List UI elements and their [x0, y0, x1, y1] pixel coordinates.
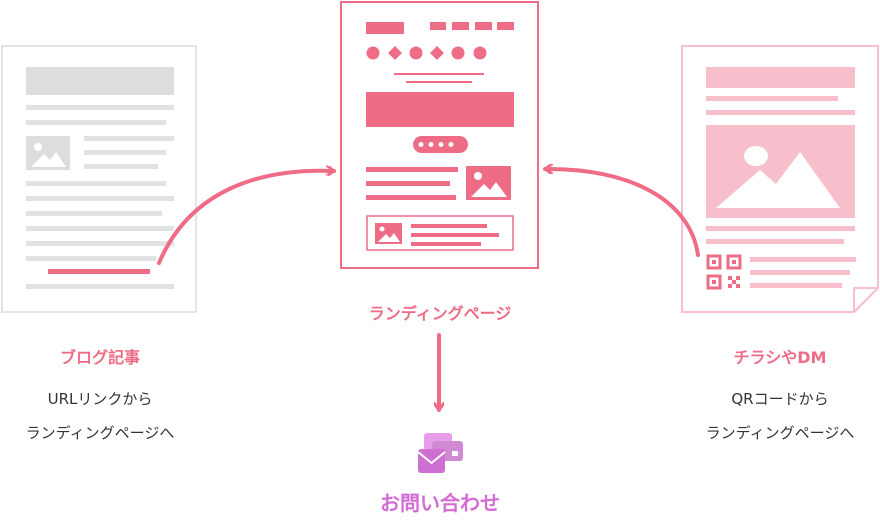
- flyer-to-landing-arrow: [543, 169, 700, 257]
- blog-article-illustration: [1, 45, 197, 313]
- blog-to-landing-arrow: [157, 171, 336, 265]
- landing-page-illustration: [340, 1, 539, 269]
- flyer-illustration: [681, 45, 879, 313]
- blog-desc-line1: URLリンクから: [47, 390, 153, 408]
- blog-title: ブログ記事: [59, 348, 140, 367]
- flyer-desc-line1: QRコードから: [731, 390, 829, 408]
- contact-title: お問い合わせ: [380, 491, 500, 515]
- flyer-desc-line2: ランディングページへ: [705, 424, 855, 442]
- blog-desc-line2: ランディングページへ: [25, 424, 175, 442]
- qr-code-icon: [706, 254, 742, 290]
- folded-corner: [853, 287, 879, 313]
- contact-envelope-icon: [417, 433, 463, 473]
- flyer-title: チラシやDM: [733, 348, 827, 367]
- landing-title: ランディングページ: [368, 304, 512, 323]
- url-link-highlight: [48, 269, 150, 274]
